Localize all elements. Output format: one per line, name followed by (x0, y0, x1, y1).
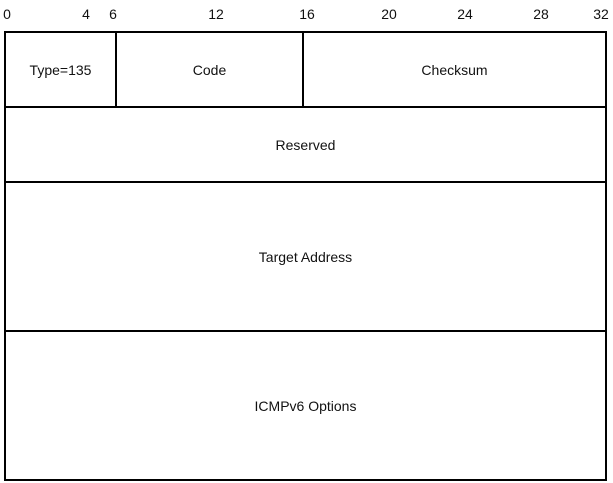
bit-scale: 0 4 6 12 16 20 24 28 32 (0, 6, 613, 26)
icmpv6-options-field: ICMPv6 Options (254, 397, 357, 414)
bit-tick: 28 (533, 6, 549, 22)
code-field: Code (117, 33, 304, 106)
checksum-field: Checksum (421, 61, 488, 78)
bit-tick: 32 (593, 6, 609, 22)
header-row-1: Type=135 Code Checksum (6, 33, 605, 108)
bit-tick: 6 (109, 6, 117, 22)
bit-tick: 24 (457, 6, 473, 22)
bit-tick: 12 (208, 6, 224, 22)
bit-tick: 4 (82, 6, 90, 22)
reserved-field: Reserved (275, 136, 336, 153)
reserved-row: Reserved (6, 108, 605, 183)
bit-tick: 20 (381, 6, 397, 22)
options-row: ICMPv6 Options (6, 332, 605, 479)
type-field: Type=135 (6, 33, 117, 106)
packet-diagram: Type=135 Code Checksum Reserved Target A… (4, 31, 607, 481)
bit-tick: 16 (299, 6, 315, 22)
target-address-field: Target Address (258, 248, 353, 265)
bit-tick: 0 (3, 6, 11, 22)
target-address-row: Target Address (6, 183, 605, 332)
